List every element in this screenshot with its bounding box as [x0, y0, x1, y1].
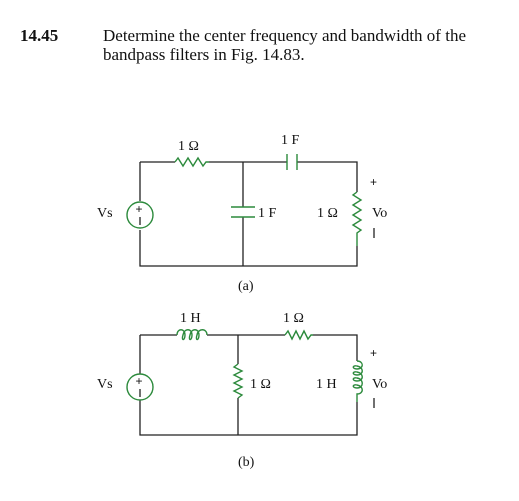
circuit-b: + + 1 H 1 Ω 1 Ω 1 H Vs Vo (b) [97, 311, 387, 470]
wire-a-top-left [139, 161, 358, 267]
inductor-b-load [352, 360, 363, 402]
label-a-r-series: 1 Ω [178, 139, 199, 154]
capacitor-a-series [286, 154, 298, 170]
label-b-source: Vs [97, 377, 113, 392]
inductor-b-series [176, 329, 208, 341]
source-a [126, 201, 154, 229]
label-b-r-series: 1 Ω [283, 311, 304, 326]
resistor-b-shunt [232, 363, 244, 399]
source-a-plus: + [136, 202, 143, 216]
label-b-l-series: 1 H [180, 311, 201, 326]
caption-b: (b) [238, 455, 255, 470]
label-b-l-load: 1 H [316, 377, 337, 392]
source-b [126, 373, 154, 401]
wire-b [139, 334, 358, 436]
output-a-plus: + [370, 175, 377, 189]
output-b-plus: + [370, 346, 377, 360]
caption-a: (a) [238, 279, 254, 294]
label-a-c-shunt: 1 F [258, 206, 277, 221]
capacitor-a-shunt [231, 206, 255, 218]
problem-text: Determine the center frequency and bandw… [103, 26, 466, 64]
circuit-a: + + 1 Ω 1 F 1 F 1 Ω Vs Vo (a) [97, 133, 387, 294]
resistor-a-load [351, 191, 363, 246]
label-b-r-shunt: 1 Ω [250, 377, 271, 392]
label-a-c-series: 1 F [281, 133, 300, 148]
label-a-source: Vs [97, 206, 113, 221]
source-b-plus: + [136, 374, 143, 388]
label-a-output: Vo [372, 206, 387, 221]
resistor-b-series [284, 329, 313, 341]
resistor-a-series [174, 156, 209, 168]
label-a-r-load: 1 Ω [317, 206, 338, 221]
problem-number: 14.45 [20, 26, 59, 45]
label-b-output: Vo [372, 377, 387, 392]
